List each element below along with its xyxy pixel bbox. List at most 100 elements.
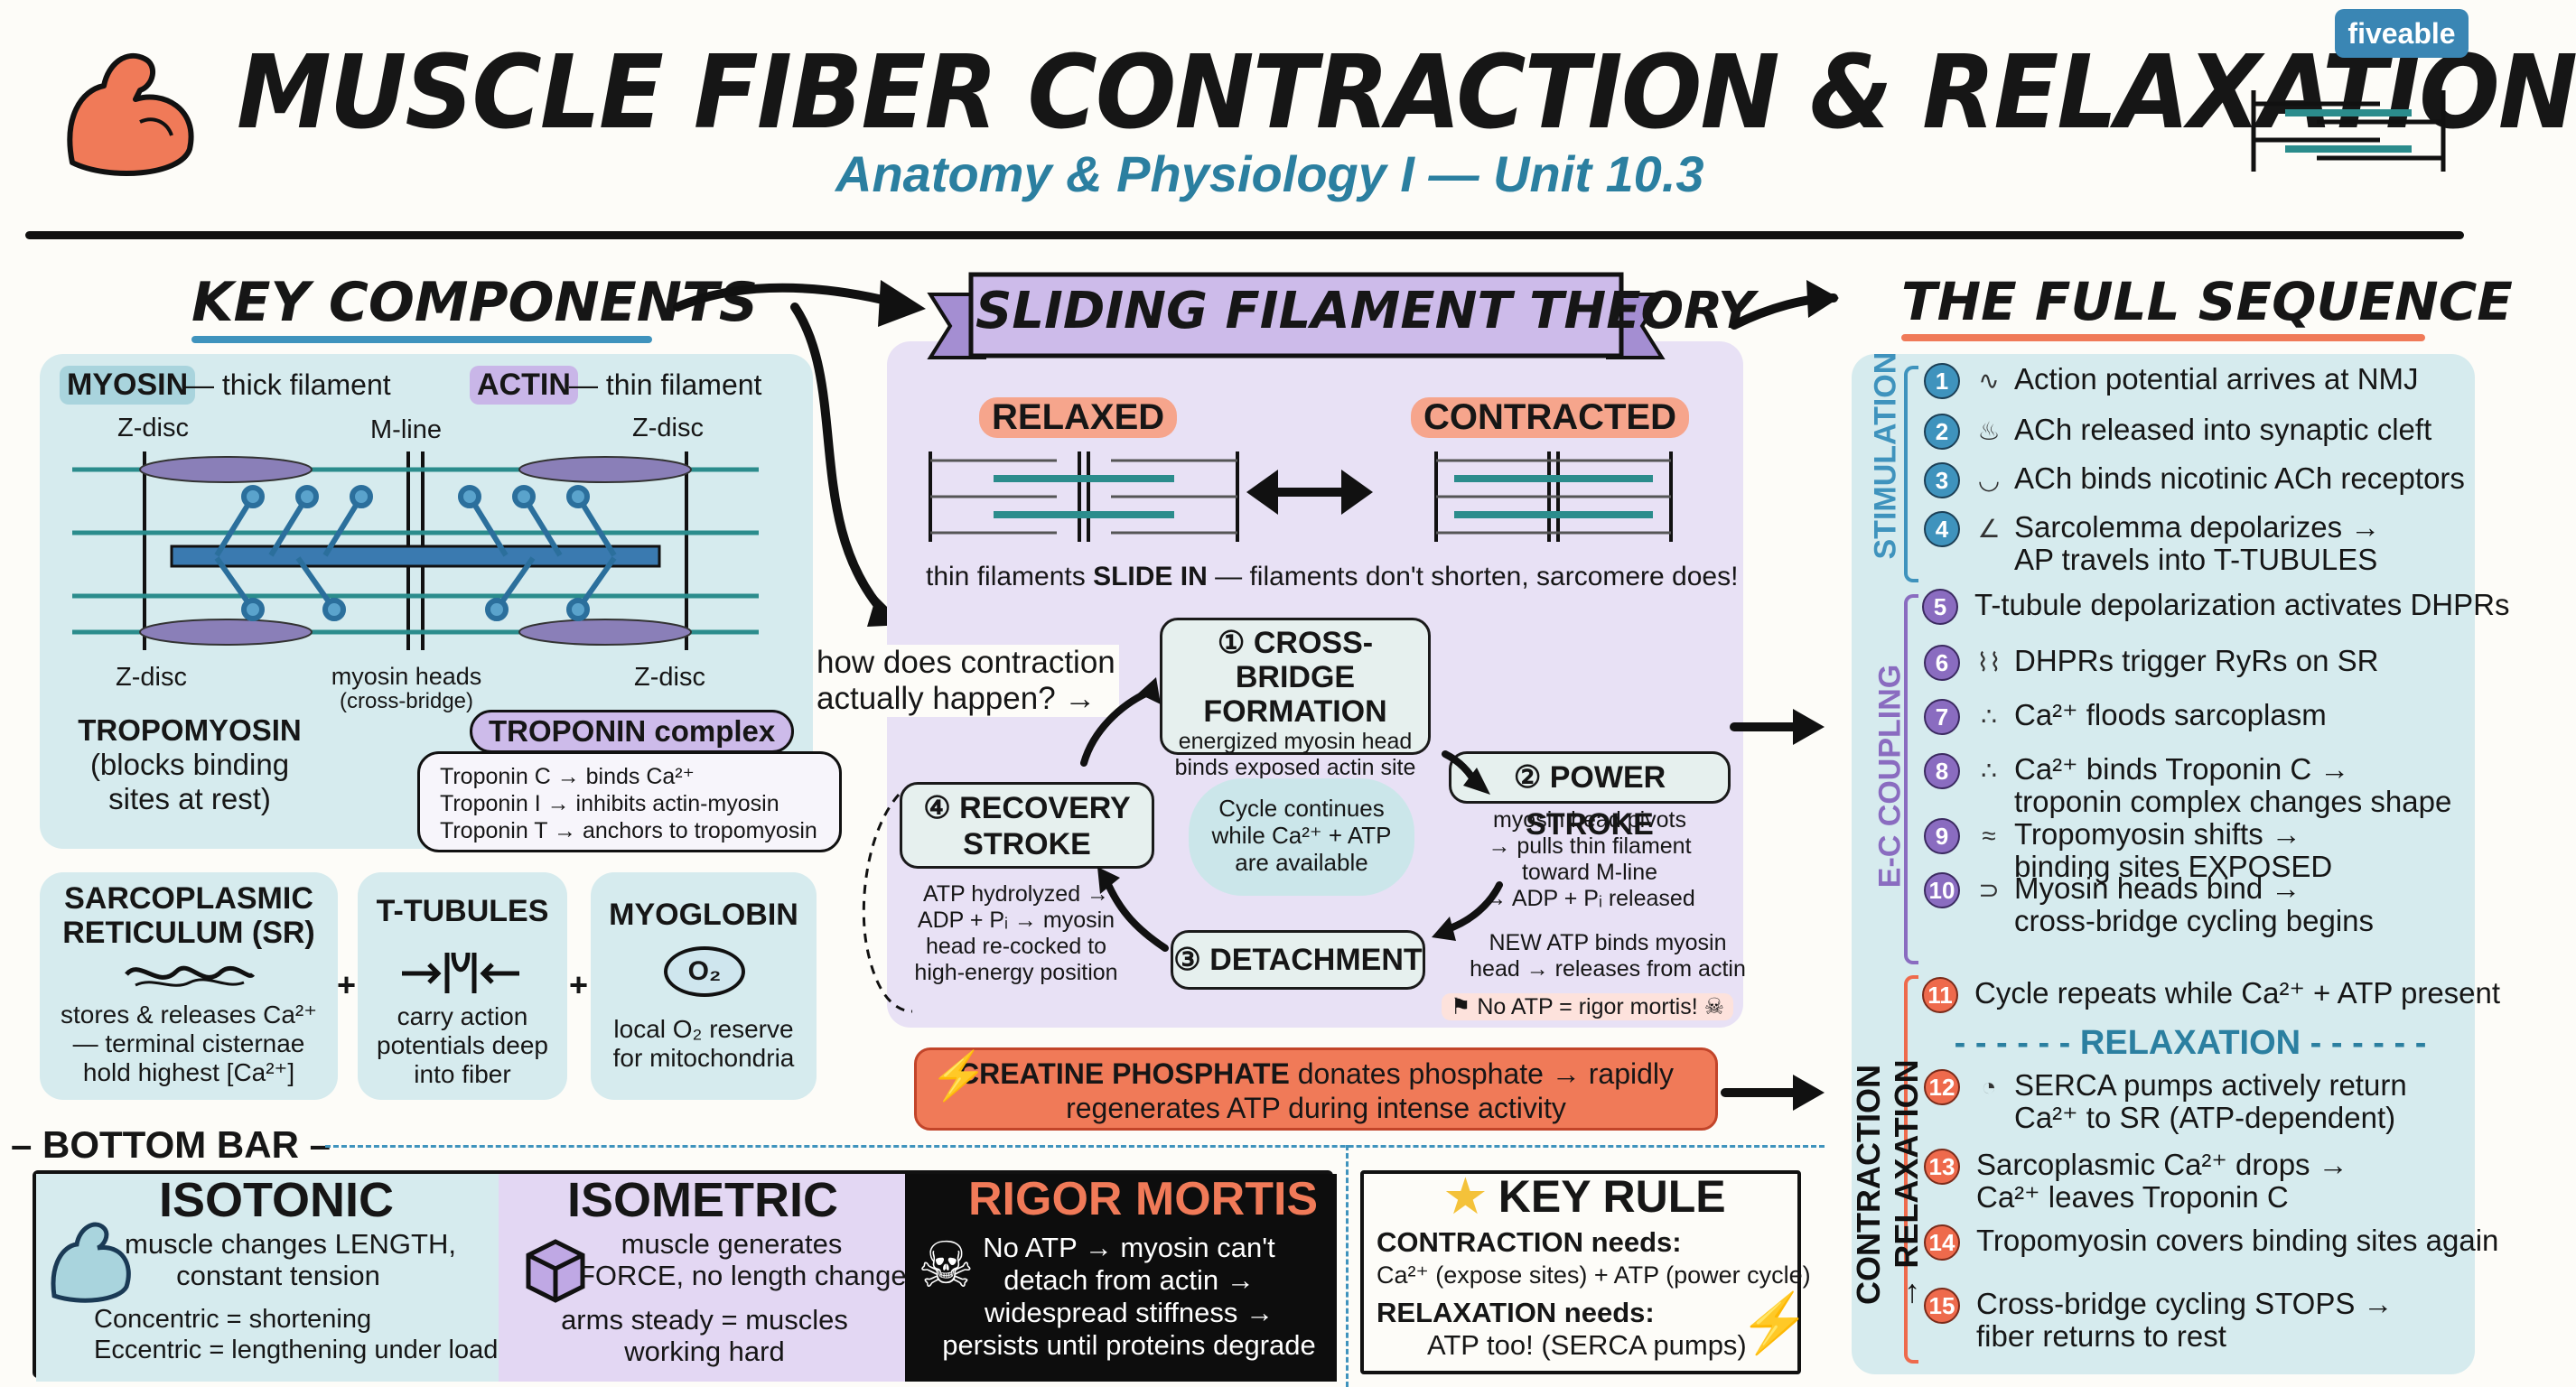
step1-desc2: binds exposed actin site bbox=[1174, 755, 1416, 780]
step-number-badge: 2 bbox=[1924, 414, 1960, 450]
myoglobin-desc-1: local O₂ reserve bbox=[613, 1015, 794, 1043]
sr-desc-1: stores & releases Ca²⁺ bbox=[61, 1001, 317, 1029]
step4-desc3: head re-cocked to bbox=[925, 934, 1107, 959]
key-rule-title-text: KEY RULE bbox=[1498, 1171, 1726, 1222]
key-components-heading: KEY COMPONENTS bbox=[191, 271, 759, 334]
isotonic-desc-2: constant tension bbox=[176, 1260, 380, 1291]
step-cross-bridge: ① CROSS-BRIDGE FORMATION energized myosi… bbox=[1160, 618, 1431, 780]
isotonic-sub: Concentric = shortening Eccentric = leng… bbox=[94, 1304, 498, 1365]
step1-desc1: energized myosin head bbox=[1178, 729, 1413, 754]
isometric-sub: arms steady = muscles working hard bbox=[551, 1304, 858, 1367]
sliding-banner bbox=[927, 272, 1666, 359]
relaxation-label: RELAXATION bbox=[2079, 1024, 2301, 1062]
actin-tag: ACTIN bbox=[470, 366, 578, 405]
myoglobin-title: MYOGLOBIN bbox=[609, 898, 798, 932]
rule-r1: RELAXATION needs: bbox=[1377, 1297, 1655, 1328]
step2-desc2: → pulls thin filament bbox=[1488, 833, 1692, 859]
step2-desc4: → ADP + Pᵢ released bbox=[1484, 886, 1695, 911]
rigor-desc-1: No ATP → myosin can't bbox=[983, 1232, 1275, 1263]
step-icon: ◔ bbox=[1981, 1073, 1997, 1101]
step-line-2: cross-bridge cycling begins bbox=[2014, 904, 2375, 937]
troponin-box: Troponin C → binds Ca²⁺ Troponin I → inh… bbox=[417, 751, 842, 852]
isometric-title: ISOMETRIC bbox=[567, 1173, 839, 1227]
actin-desc: — thin filament bbox=[569, 368, 762, 401]
step4-title1: ④ RECOVERY bbox=[923, 791, 1131, 825]
isotonic-title: ISOTONIC bbox=[159, 1173, 395, 1227]
step-number-badge: 8 bbox=[1924, 753, 1960, 789]
step-number-badge: 7 bbox=[1924, 699, 1960, 735]
myosin-tag: MYOSIN bbox=[60, 366, 196, 405]
myoglobin-desc-2: for mitochondria bbox=[612, 1044, 795, 1072]
step-detachment: ③ DETACHMENT bbox=[1171, 930, 1425, 990]
step-line-1: Cycle repeats while Ca²⁺ + ATP present bbox=[1974, 976, 2501, 1010]
fiveable-logo[interactable]: fiveable bbox=[2335, 9, 2469, 58]
troponin-t: Troponin T → anchors to tropomyosin bbox=[440, 818, 817, 843]
step-line-1: Cross-bridge cycling STOPS → bbox=[1976, 1287, 2394, 1320]
cloud-2: while Ca²⁺ + ATP bbox=[1211, 822, 1392, 849]
no-atp-warning: ⚑ No ATP = rigor mortis! ☠ bbox=[1442, 993, 1734, 1020]
step-number-badge: 15 bbox=[1924, 1288, 1960, 1324]
arm-outline-icon bbox=[51, 1222, 131, 1303]
sr-desc-3: hold highest [Ca²⁺] bbox=[82, 1058, 295, 1086]
contracted-label: CONTRACTED bbox=[1411, 397, 1689, 438]
step-line-2: Ca²⁺ to SR (ATP-dependent) bbox=[2014, 1101, 2396, 1134]
step-number-badge: 14 bbox=[1924, 1224, 1960, 1261]
cycle-cloud: Cycle continues while Ca²⁺ + ATP are ava… bbox=[1189, 778, 1414, 896]
ttubules-desc: carry action potentials deep into fiber bbox=[358, 1002, 567, 1089]
cycle-arrows bbox=[1080, 677, 1503, 952]
step4-title2: STROKE bbox=[963, 827, 1091, 861]
zdisc-label-tl: Z-disc bbox=[117, 414, 189, 442]
mline-label: M-line bbox=[370, 415, 442, 444]
myoglobin-desc: local O₂ reserve for mitochondria bbox=[591, 1015, 817, 1073]
bottom-bar bbox=[33, 1170, 1337, 1382]
myosin-heads-text: myosin heads bbox=[331, 663, 482, 690]
step-line-1: Myosin heads bind → bbox=[2014, 871, 2301, 905]
step-power-stroke: ② POWER STROKE bbox=[1449, 751, 1731, 842]
sliding-arrows bbox=[862, 280, 1839, 1111]
step-line-2: AP travels into T-TUBULES bbox=[2014, 543, 2378, 576]
step-line-1: Sarcoplasmic Ca²⁺ drops → bbox=[1976, 1148, 2348, 1181]
step3-desc: NEW ATP binds myosin head → releases fro… bbox=[1463, 930, 1752, 982]
flexed-arm-icon bbox=[67, 52, 194, 176]
step-number-badge: 1 bbox=[1924, 363, 1960, 399]
step3-title: ③ DETACHMENT bbox=[1173, 943, 1423, 977]
cr-label: CONTRACTION → RELAXATION bbox=[1850, 1059, 1925, 1310]
double-arrow-icon bbox=[1246, 470, 1373, 515]
stim-label: STIMULATION bbox=[1868, 351, 1903, 560]
lightning-icon: ⚡ bbox=[929, 1050, 988, 1103]
rigor-card bbox=[905, 1174, 1337, 1382]
sarcomere-diagram bbox=[72, 451, 759, 650]
step-icon: ∴ bbox=[1981, 757, 1997, 785]
rigor-desc-2: detach from actin → bbox=[1003, 1264, 1255, 1296]
ttubules-desc-2: potentials deep bbox=[377, 1031, 548, 1059]
bottom-divider bbox=[1346, 1145, 1349, 1387]
myosin-heads-sub: (cross-bridge) bbox=[339, 689, 474, 713]
step-number-badge: 10 bbox=[1924, 872, 1960, 908]
isometric-desc-1: muscle generates bbox=[621, 1228, 843, 1260]
ec-label: E-C COUPLING bbox=[1872, 664, 1908, 889]
caption-slide-in: SLIDE IN bbox=[1093, 562, 1208, 591]
tropomyosin-title: TROPOMYOSIN bbox=[78, 713, 302, 747]
step-recovery: ④ RECOVERY STROKE bbox=[900, 782, 1154, 869]
relaxed-label: RELAXED bbox=[979, 397, 1178, 438]
plus-1: + bbox=[337, 966, 357, 1003]
creatine-banner: ⚡CREATINE PHOSPHATE donates phosphate → … bbox=[914, 1047, 1718, 1131]
sliding-caption: thin filaments SLIDE IN — filaments don'… bbox=[926, 562, 1738, 592]
isometric-sub-2: working hard bbox=[624, 1336, 785, 1367]
step4-desc4: high-energy position bbox=[914, 960, 1118, 985]
step-line-1: ACh released into synaptic cleft bbox=[2014, 413, 2432, 446]
step-line-2: Ca²⁺ leaves Troponin C bbox=[1976, 1180, 2289, 1214]
step2-desc1: myosin head pivots bbox=[1492, 807, 1686, 833]
step-line-2: fiber returns to rest bbox=[1976, 1319, 2226, 1353]
sr-icon bbox=[125, 965, 256, 987]
ttubules-title: T-TUBULES bbox=[376, 894, 549, 928]
troponin-i: Troponin I → inhibits actin-myosin bbox=[440, 791, 779, 816]
ttubules-card bbox=[358, 872, 567, 1100]
step-icon: ≈ bbox=[1982, 822, 1996, 850]
sr-card bbox=[40, 872, 338, 1100]
page-title: MUSCLE FIBER CONTRACTION & RELAXATION bbox=[237, 34, 2576, 152]
rigor-desc-4: persists until proteins degrade bbox=[942, 1329, 1316, 1361]
flag-icon: ⚑ bbox=[1451, 994, 1478, 1019]
sr-title: SARCOPLASMIC RETICULUM (SR) bbox=[40, 881, 338, 950]
no-atp-text: No ATP = rigor mortis! bbox=[1477, 994, 1698, 1019]
